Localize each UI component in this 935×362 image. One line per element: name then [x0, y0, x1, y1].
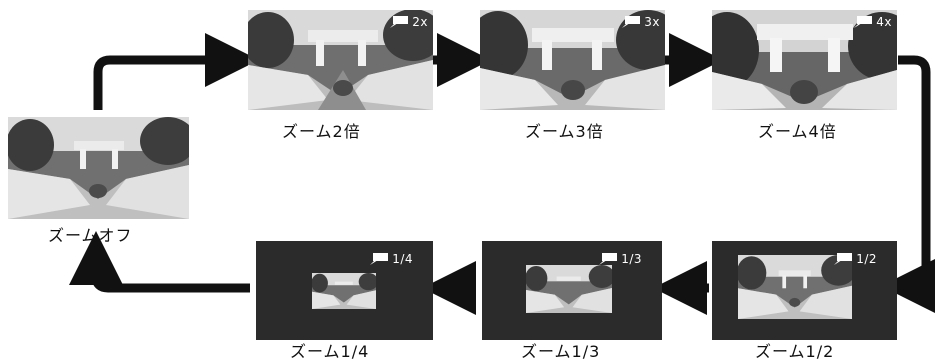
speech-bubble-icon — [370, 253, 389, 265]
zoom-badge: 4x — [854, 16, 892, 28]
zoom-badge: 3x — [622, 16, 660, 28]
park-photo-reduced — [526, 265, 612, 313]
speech-bubble-icon — [599, 253, 618, 265]
zoom-badge-label: 1/2 — [856, 252, 877, 266]
speech-bubble-icon — [854, 16, 873, 28]
park-photo-zoomed — [248, 10, 433, 110]
zoom-badge-label: 1/4 — [392, 252, 413, 266]
arrow-4x-to-half — [881, 55, 935, 313]
caption-zoom-3x: ズーム3倍 — [525, 122, 604, 141]
zoom-badge-label: 2x — [412, 15, 428, 29]
caption-zoom-4x: ズーム4倍 — [758, 122, 837, 141]
park-photo-full — [8, 117, 189, 219]
zoom-badge: 1/4 — [370, 253, 413, 265]
frame-zoom-quarter: 1/4 — [256, 241, 433, 340]
arrow-off-to-2x — [93, 33, 259, 110]
speech-bubble-icon — [390, 16, 409, 28]
caption-zoom-off: ズームオフ — [48, 226, 133, 245]
frame-zoom-half: 1/2 — [712, 241, 897, 340]
zoom-badge-label: 3x — [644, 15, 660, 29]
zoom-badge: 1/2 — [834, 253, 877, 265]
park-photo-zoomed — [712, 10, 897, 110]
speech-bubble-icon — [834, 253, 853, 265]
park-photo-reduced — [312, 273, 376, 309]
frame-zoom-3x: 3x — [480, 10, 665, 110]
zoom-badge: 1/3 — [599, 253, 642, 265]
caption-zoom-half: ズーム1/2 — [755, 342, 835, 361]
caption-zoom-quarter: ズーム1/4 — [290, 342, 370, 361]
caption-zoom-third: ズーム1/3 — [521, 342, 601, 361]
frame-zoom-third: 1/3 — [482, 241, 662, 340]
zoom-badge-label: 4x — [876, 15, 892, 29]
frame-zoom-4x: 4x — [712, 10, 897, 110]
zoom-badge: 2x — [390, 16, 428, 28]
frame-zoom-2x: 2x — [248, 10, 433, 110]
frame-zoom-off — [8, 117, 189, 219]
caption-zoom-2x: ズーム2倍 — [282, 122, 361, 141]
speech-bubble-icon — [622, 16, 641, 28]
zoom-badge-label: 1/3 — [621, 252, 642, 266]
park-photo-reduced — [738, 255, 852, 319]
arrow-quarter-to-off — [69, 231, 250, 293]
